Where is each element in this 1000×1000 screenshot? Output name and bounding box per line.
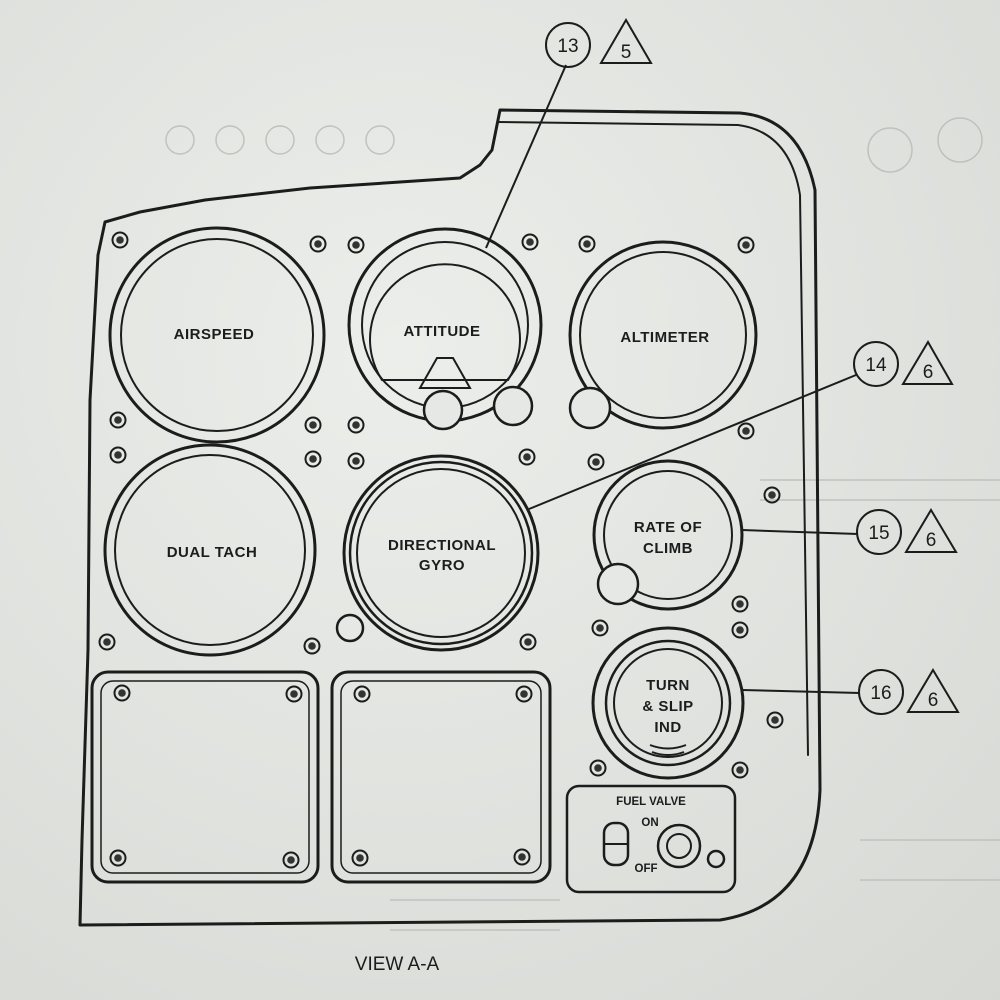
callout-13-number: 13 (557, 36, 578, 57)
screw (521, 233, 539, 251)
turn-slip-label-line2: & SLIP (642, 698, 693, 715)
screw (347, 236, 365, 254)
airspeed-gauge (108, 226, 326, 444)
blank-cover-plates (90, 670, 552, 884)
altimeter-label: ALTIMETER (620, 329, 709, 346)
dual-tach-label: DUAL TACH (167, 544, 258, 561)
callout-15-note: 6 (926, 530, 937, 551)
screw (303, 637, 321, 655)
view-label: VIEW A-A (355, 954, 440, 975)
screw (518, 448, 536, 466)
dual-tach-gauge (103, 443, 317, 657)
screw (113, 684, 131, 702)
attitude-label: ATTITUDE (403, 323, 480, 340)
directional-gyro-gauge (335, 454, 540, 652)
screw (351, 849, 369, 867)
callout-16-note: 6 (928, 690, 939, 711)
screw (731, 761, 749, 779)
screw (515, 685, 533, 703)
callout-16-number: 16 (870, 683, 891, 704)
fuel-valve-panel (565, 784, 737, 894)
fuel-valve-on-label: ON (641, 817, 658, 829)
fuel-valve-title: FUEL VALVE (616, 796, 686, 808)
fuel-valve-off-label: OFF (635, 863, 658, 875)
directional-gyro-label-line2: GYRO (419, 557, 465, 574)
screw (766, 711, 784, 729)
rate-of-climb-label-line1: RATE OF (634, 519, 702, 536)
ghost-bleed-through (165, 117, 1000, 931)
screw (589, 759, 607, 777)
rate-of-climb-gauge (592, 459, 744, 611)
screw (109, 411, 127, 429)
screw (519, 633, 537, 651)
callout-leaders (485, 64, 861, 694)
altimeter-gauge (568, 240, 758, 430)
callout-14-note: 6 (923, 362, 934, 383)
callout-16: 16 6 (858, 668, 960, 715)
screw (304, 416, 322, 434)
screw (347, 452, 365, 470)
screw (731, 595, 749, 613)
turn-slip-label-line1: TURN (646, 677, 690, 694)
screw (98, 633, 116, 651)
callout-14-number: 14 (865, 355, 887, 376)
screw (587, 453, 605, 471)
callout-13: 13 5 (545, 18, 653, 68)
panel-outline (78, 108, 822, 927)
turn-slip-label-line3: IND (654, 719, 681, 736)
directional-gyro-label-line1: DIRECTIONAL (388, 537, 496, 554)
screw (109, 849, 127, 867)
screw (737, 422, 755, 440)
airspeed-label: AIRSPEED (174, 326, 255, 343)
screw (513, 848, 531, 866)
screw (282, 851, 300, 869)
callout-15-number: 15 (868, 523, 889, 544)
screw (285, 685, 303, 703)
screw (111, 231, 129, 249)
screw (578, 235, 596, 253)
screw (347, 416, 365, 434)
screw (737, 236, 755, 254)
attitude-gauge (347, 227, 543, 431)
screw (353, 685, 371, 703)
screw (763, 486, 781, 504)
callout-15: 15 6 (856, 508, 958, 555)
panel-screws (98, 231, 784, 869)
callout-14: 14 6 (853, 340, 954, 387)
screw (304, 450, 322, 468)
rate-of-climb-label-line2: CLIMB (643, 540, 693, 557)
screw (731, 621, 749, 639)
callout-13-note: 5 (621, 42, 632, 63)
screw (591, 619, 609, 637)
turn-slip-gauge (591, 626, 745, 780)
screw (309, 235, 327, 253)
screw (109, 446, 127, 464)
